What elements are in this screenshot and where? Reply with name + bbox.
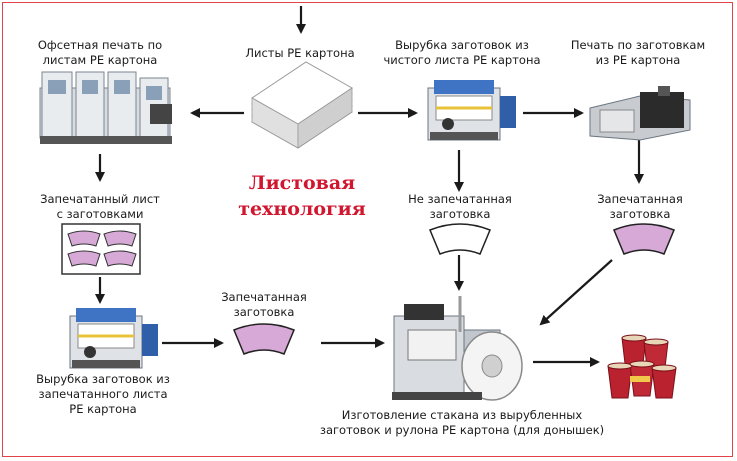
label-pe-sheets: Листы PE картона	[245, 46, 355, 60]
label-die-cut-printed: Вырубка заготовок из запечатанного листа…	[36, 372, 170, 416]
label-offset-print: Офсетная печать по листам PE картона	[37, 38, 163, 67]
title-line-1: Листовая	[248, 172, 356, 194]
cup-machine-icon	[392, 296, 523, 401]
label-printed-sheet: Запечатанный лист с заготовками	[40, 192, 160, 221]
paper-stack-icon	[251, 61, 353, 149]
label-printed-blank-mid: Запечатанная заготовка	[221, 290, 307, 319]
title-line-2: технология	[238, 198, 366, 220]
label-print-blanks: Печать по заготовкам из PE картона	[570, 38, 706, 67]
die-cutter-icon	[427, 80, 516, 141]
blank-printer-icon	[589, 86, 691, 141]
blank-shape	[67, 230, 101, 247]
arrow-printed-to-machine	[539, 259, 613, 326]
printed-sheet-with-blanks	[61, 223, 141, 275]
blank-shape	[103, 250, 137, 267]
blank-shape	[103, 230, 137, 247]
unprinted-blank-shape	[429, 223, 491, 255]
diagram-frame	[2, 2, 733, 457]
diagram-title: Листовая технология	[228, 170, 376, 222]
die-cutter-icon	[69, 308, 158, 369]
printed-blank-right-shape	[613, 223, 675, 255]
offset-press-icon	[39, 71, 172, 144]
printed-blank-mid-shape	[233, 323, 295, 355]
label-unprinted-blank: Не запечатанная заготовка	[408, 192, 512, 221]
paper-cups-icon	[607, 334, 677, 399]
blank-shape	[67, 250, 101, 267]
label-die-cut-clean: Вырубка заготовок из чистого листа PE ка…	[383, 38, 541, 67]
label-printed-blank-right: Запечатанная заготовка	[597, 192, 683, 221]
label-cup-making: Изготовление стакана из вырубленных заго…	[319, 408, 605, 437]
